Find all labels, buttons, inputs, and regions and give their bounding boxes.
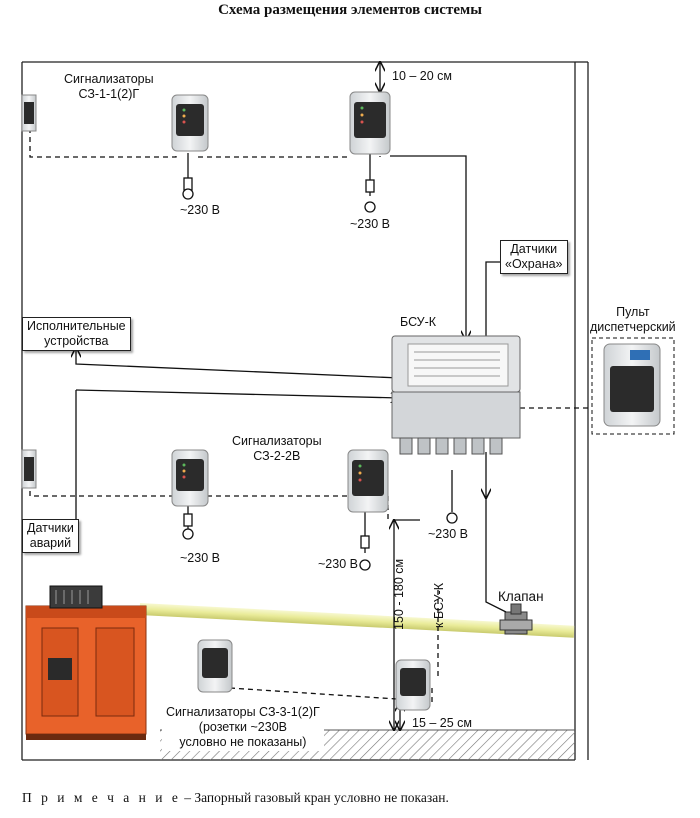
page-title: Схема размещения элементов системы: [218, 2, 482, 18]
signaler-mid-2: [347, 449, 389, 513]
room-walls: [21, 61, 589, 761]
label-distance-top: 10 – 20 см: [392, 69, 453, 83]
signaler-bottom-2: [395, 659, 431, 711]
signaler-top-left-edge: [21, 94, 37, 132]
label-datchiki-ohrana: Датчики «Охрана»: [500, 240, 568, 274]
label-230v-2: ~230 В: [350, 217, 390, 231]
dashed-lines: [29, 128, 590, 703]
gas-pipe: [139, 603, 575, 638]
label-bsu-k: БСУ-К: [400, 315, 437, 329]
label-klapan: Клапан: [498, 589, 544, 604]
power-plugs: [182, 153, 458, 571]
label-230v-3: ~230 В: [180, 551, 220, 565]
label-230v-4: ~230 В: [318, 557, 358, 571]
label-datchiki-avariy: Датчики аварий: [22, 519, 79, 553]
signaler-mid-1: [171, 449, 209, 507]
label-ispolnitelnye: Исполнительные устройства: [22, 317, 131, 351]
label-230v-1: ~230 В: [180, 203, 220, 217]
label-230v-5: ~230 В: [428, 527, 468, 541]
footnote: П р и м е ч а н и е – Запорный газовый к…: [22, 790, 449, 805]
dispatcher-console: [591, 337, 675, 435]
label-signalers-bottom: Сигнализаторы СЗ-3-1(2)Г (розетки ~230В …: [162, 704, 324, 751]
label-distance-vertical: 150 - 180 см: [392, 558, 406, 630]
bsu-k-unit: [391, 335, 521, 455]
label-pult: Пульт диспетчерский: [590, 305, 676, 334]
signaler-top-1: [171, 94, 209, 152]
signaler-mid-left-edge: [21, 449, 37, 489]
label-k-bsu: к БСУ-К: [432, 582, 446, 628]
signaler-bottom-1: [197, 639, 233, 693]
label-signalers-mid: Сигнализаторы СЗ-2-2В: [232, 434, 322, 463]
label-signalers-top: Сигнализаторы СЗ-1-1(2)Г: [64, 72, 154, 101]
label-distance-bottom: 15 – 25 см: [412, 716, 473, 730]
signal-lines: [76, 62, 507, 730]
signaler-top-2: [349, 91, 391, 155]
boiler: [25, 585, 147, 740]
valve: [499, 603, 533, 635]
